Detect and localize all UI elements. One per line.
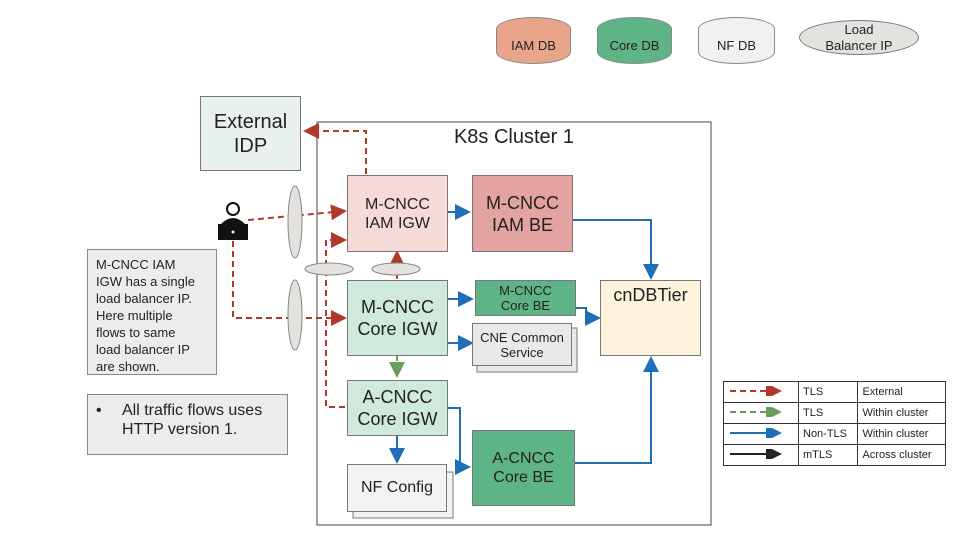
- flow-iam-igw-to-idp: [303, 123, 367, 174]
- lb-ellipse-mid-left: [304, 262, 354, 276]
- mcncc-core-igw-box[interactable]: M-CNCC Core IGW: [347, 280, 448, 356]
- flow-acncc-igw-to-acncc-be: [448, 407, 471, 475]
- iam-db-legend: IAM DB: [496, 17, 571, 64]
- legend-scope: External: [857, 381, 946, 403]
- acncc-core-be-box[interactable]: A-CNCC Core BE: [472, 430, 575, 506]
- legend-scope: Across cluster: [857, 444, 946, 466]
- nf-db-legend: NF DB: [698, 17, 775, 64]
- lb-ip-legend: Load Balancer IP: [799, 20, 919, 55]
- http-version-note: • All traffic flows uses HTTP version 1.: [87, 394, 288, 455]
- flow-core-be-to-cndbtier: [576, 307, 601, 326]
- legend-swatch-tls-within: [730, 403, 782, 420]
- cne-common-service-box[interactable]: CNE Common Service: [472, 323, 572, 366]
- legend-swatch-tls-external: [730, 382, 782, 399]
- load-balancer-note: M-CNCC IAM IGW has a single load balance…: [87, 249, 217, 375]
- core-db-legend: Core DB: [597, 17, 672, 64]
- mcncc-iam-be-box[interactable]: M-CNCC IAM BE: [472, 175, 573, 252]
- legend-scope: Within cluster: [857, 402, 946, 424]
- legend-row: mTLS Across cluster: [723, 444, 946, 466]
- legend-type: mTLS: [797, 444, 859, 466]
- mcncc-iam-igw-box[interactable]: M-CNCC IAM IGW: [347, 175, 448, 252]
- flow-user-to-iam-igw: [247, 204, 347, 221]
- flow-acncc-be-to-cndbtier: [575, 356, 659, 464]
- bullet-marker: •: [96, 402, 102, 419]
- flow-user-to-core-igw: [232, 241, 347, 326]
- mcncc-core-be-box[interactable]: M-CNCC Core BE: [475, 280, 576, 316]
- cluster-title: K8s Cluster 1: [453, 126, 575, 148]
- line-legend: TLS External TLS Within cluster Non-TLS …: [723, 381, 946, 466]
- legend-row: TLS External: [723, 381, 946, 403]
- http-note-text: All traffic flows uses HTTP version 1.: [122, 402, 263, 438]
- legend-type: TLS: [797, 381, 859, 403]
- cndbtier-box[interactable]: cnDBTier: [600, 280, 701, 356]
- legend-type: TLS: [797, 402, 859, 424]
- legend-type: Non-TLS: [797, 423, 859, 445]
- legend-swatch-mtls: [730, 445, 782, 462]
- k8s-cluster-border: [316, 121, 712, 526]
- external-idp-box: External IDP: [200, 96, 301, 171]
- legend-scope: Within cluster: [857, 423, 946, 445]
- legend-row: TLS Within cluster: [723, 402, 946, 424]
- acncc-core-igw-box[interactable]: A-CNCC Core IGW: [347, 380, 448, 436]
- legend-swatch-non-tls: [730, 424, 782, 441]
- lb-ellipse-mid-right: [371, 262, 421, 276]
- lb-ellipse-left-bottom: [287, 279, 303, 351]
- legend-row: Non-TLS Within cluster: [723, 423, 946, 445]
- nf-config-box[interactable]: NF Config: [347, 464, 447, 512]
- user-laptop-icon: [218, 202, 248, 240]
- lb-ellipse-left-top: [287, 185, 303, 259]
- flow-acncc-to-iam-igw: [325, 232, 347, 408]
- flow-iam-be-to-cndbtier: [573, 219, 659, 280]
- cndbtier-label: cnDBTier: [613, 285, 688, 305]
